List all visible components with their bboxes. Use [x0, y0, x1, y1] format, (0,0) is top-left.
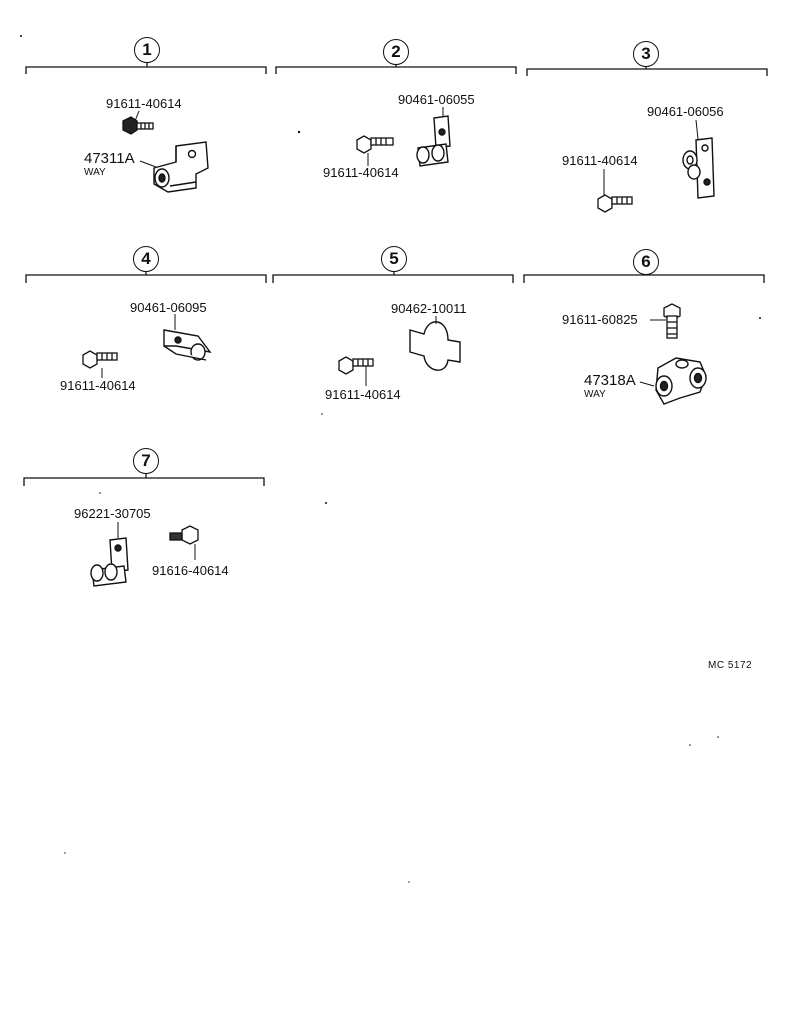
group-6-bracket	[523, 274, 765, 283]
part-label-91611-40614-g2: 91611-40614	[323, 165, 399, 180]
part-label-90461-06055: 90461-06055	[398, 92, 475, 107]
group-2-bracket	[275, 66, 517, 74]
part-label-91616-40614: 91616-40614	[152, 563, 229, 578]
group-2-bolt	[356, 135, 394, 154]
group-1-bolt	[122, 116, 154, 135]
group-3-clamp	[682, 137, 715, 199]
group-number-7: 7	[133, 448, 159, 474]
part-label-90461-06095: 90461-06095	[130, 300, 207, 315]
part-label-91611-60825: 91611-60825	[562, 312, 638, 327]
sub-label-way-g1: WAY	[84, 167, 106, 178]
part-label-90461-06056: 90461-06056	[647, 104, 724, 119]
part-label-90462-10011: 90462-10011	[391, 301, 467, 316]
group-5-bracket	[272, 274, 514, 283]
group-5-clamp	[409, 321, 461, 371]
group-4-clamp	[163, 329, 212, 361]
part-label-47318A: 47318A	[584, 372, 636, 389]
group-number-4: 4	[133, 246, 159, 272]
group-7-bracket	[23, 477, 265, 486]
group-number-2: 2	[383, 39, 409, 65]
group-6-bolt	[663, 303, 681, 339]
part-label-91611-40614-g1: 91611-40614	[106, 96, 182, 111]
group-2-clamp	[416, 115, 451, 167]
group-number-6: 6	[633, 249, 659, 275]
group-1-way-connector	[153, 141, 209, 193]
reference-code: MC 5172	[708, 660, 753, 671]
part-label-91611-40614-g4: 91611-40614	[60, 378, 136, 393]
group-5-bolt	[338, 356, 374, 375]
sub-label-way-g6: WAY	[584, 389, 606, 400]
group-number-1: 1	[134, 37, 160, 63]
group-4-bracket	[25, 274, 267, 283]
part-label-96221-30705: 96221-30705	[74, 506, 151, 521]
group-number-3: 3	[633, 41, 659, 67]
group-number-5: 5	[381, 246, 407, 272]
group-1-bracket	[25, 66, 267, 74]
group-7-bolt	[169, 525, 199, 545]
part-label-91611-40614-g5: 91611-40614	[325, 387, 401, 402]
group-3-bolt	[597, 194, 633, 213]
part-label-91611-40614-g3: 91611-40614	[562, 153, 638, 168]
group-4-bolt	[82, 350, 118, 369]
group-3-bracket	[526, 68, 768, 76]
group-7-clamp	[90, 537, 129, 587]
part-label-47311A: 47311A	[84, 150, 135, 167]
group-6-way-connector	[655, 357, 707, 405]
